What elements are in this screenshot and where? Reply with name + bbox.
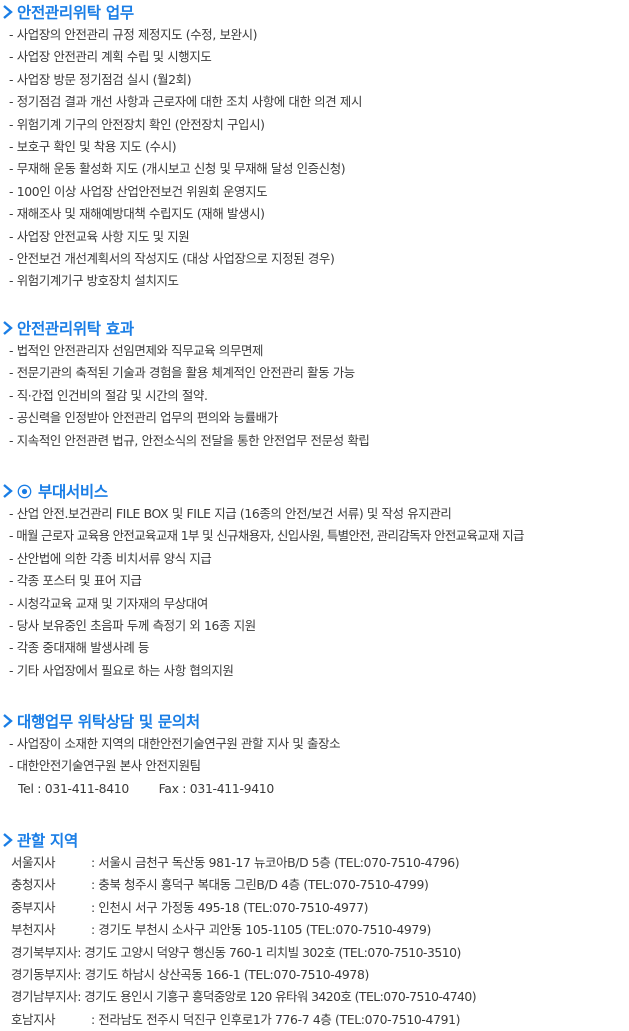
list-item: 산안법에 의한 각종 비치서류 양식 지급 bbox=[0, 548, 629, 570]
section-title-text: 관할 지역 bbox=[17, 832, 78, 850]
region-row: 경기동부지사 : 경기도 하남시 상산곡동 166-1 (TEL:070-751… bbox=[0, 964, 629, 986]
list-item: 공신력을 인정받아 안전관리 업무의 편의와 능률배가 bbox=[0, 407, 629, 429]
region-info: : 서울시 금천구 독산동 981-17 뉴코아B/D 5층 (TEL:070-… bbox=[91, 855, 460, 870]
region-name: 중부지사 bbox=[11, 899, 56, 915]
region-name: 서울지사 bbox=[11, 855, 56, 870]
list-item: 정기점검 결과 개선 사항과 근로자에 대한 조치 사항에 대한 의견 제시 bbox=[0, 91, 629, 113]
list-item: 각종 포스터 및 표어 지급 bbox=[0, 570, 629, 592]
list-item: 직·간접 인건비의 절감 및 시간의 절약. bbox=[0, 385, 629, 407]
region-info: : 경기도 고양시 덕양구 행신동 760-1 리치빌 302호 (TEL:07… bbox=[77, 944, 461, 960]
section-services: 부대서비스 산업 안전.보건관리 FILE BOX 및 FILE 지급 (16종… bbox=[0, 479, 629, 682]
tel-number: Tel : 031-411-8410 bbox=[18, 780, 129, 796]
section-inquiry: 대행업무 위탁상담 및 문의처 사업장이 소재한 지역의 대한안전기술연구원 관… bbox=[0, 709, 629, 800]
region-row: 충청지사 : 충북 청주시 흥덕구 복대동 그린B/D 4층 (TEL:070-… bbox=[0, 874, 629, 896]
region-row: 경기북부지사 : 경기도 고양시 덕양구 행신동 760-1 리치빌 302호 … bbox=[0, 942, 629, 964]
region-name: 경기남부지사 bbox=[11, 989, 78, 1005]
list-item: 산업 안전.보건관리 FILE BOX 및 FILE 지급 (16종의 안전/보… bbox=[0, 503, 629, 525]
chevron-right-icon bbox=[1, 319, 15, 337]
section-effects: 안전관리위탁 효과 법적인 안전관리자 선임면제와 직무교육 의무면제 전문기관… bbox=[0, 316, 629, 452]
section-regions: 관할 지역 서울지사 : 서울시 금천구 독산동 981-17 뉴코아B/D 5… bbox=[0, 828, 629, 1031]
section-title-duties: 안전관리위탁 업무 bbox=[0, 0, 629, 24]
services-list: 산업 안전.보건관리 FILE BOX 및 FILE 지급 (16종의 안전/보… bbox=[0, 503, 629, 682]
region-row: 부천지사 : 경기도 부천시 소사구 괴안동 105-1105 (TEL:070… bbox=[0, 919, 629, 941]
region-row: 중부지사 : 인천시 서구 가정동 495-18 (TEL:070-7510-4… bbox=[0, 897, 629, 919]
list-item: 대한안전기술연구원 본사 안전지원팀 bbox=[0, 755, 629, 777]
list-item: 사업장 안전교육 사항 지도 및 지원 bbox=[0, 226, 629, 248]
regions-list: 서울지사 : 서울시 금천구 독산동 981-17 뉴코아B/D 5층 (TEL… bbox=[0, 852, 629, 1031]
region-row: 경기남부지사 : 경기도 용인시 기흥구 흥덕중앙로 120 유타워 3420호… bbox=[0, 986, 629, 1008]
region-info: : 전라남도 전주시 덕진구 인후로1가 776-7 4층 (TEL:070-7… bbox=[91, 1011, 461, 1027]
list-item: 사업장 안전관리 계획 수립 및 시행지도 bbox=[0, 46, 629, 68]
list-item: 재해조사 및 재해예방대책 수립지도 (재해 발생시) bbox=[0, 203, 629, 225]
chevron-right-icon bbox=[1, 3, 15, 21]
list-item: 법적인 안전관리자 선임면제와 직무교육 의무면제 bbox=[0, 340, 629, 362]
list-item: 매월 근로자 교육용 안전교육교재 1부 및 신규채용자, 신입사원, 특별안전… bbox=[0, 525, 629, 547]
region-row: 서울지사 : 서울시 금천구 독산동 981-17 뉴코아B/D 5층 (TEL… bbox=[0, 852, 629, 874]
region-name: 경기동부지사 bbox=[11, 966, 78, 982]
duties-list: 사업장의 안전관리 규정 제정지도 (수정, 보완시) 사업장 안전관리 계획 … bbox=[0, 24, 629, 293]
chevron-right-icon bbox=[1, 831, 15, 849]
region-info: : 경기도 용인시 기흥구 흥덕중앙로 120 유타워 3420호 (TEL:0… bbox=[77, 989, 477, 1005]
list-item: 위험기계 기구의 안전장치 확인 (안전장치 구입시) bbox=[0, 114, 629, 136]
radio-dot-icon bbox=[17, 484, 32, 499]
contact-line: Tel : 031-411-8410 Fax : 031-411-9410 bbox=[0, 778, 629, 800]
section-title-text: 부대서비스 bbox=[38, 483, 108, 501]
list-item: 기타 사업장에서 필요로 하는 사항 협의지원 bbox=[0, 660, 629, 682]
section-title-effects: 안전관리위탁 효과 bbox=[0, 316, 629, 340]
region-name: 충청지사 bbox=[11, 877, 56, 893]
section-title-services: 부대서비스 bbox=[0, 479, 629, 503]
list-item: 안전보건 개선계획서의 작성지도 (대상 사업장으로 지정된 경우) bbox=[0, 248, 629, 270]
section-title-regions: 관할 지역 bbox=[0, 828, 629, 852]
region-name: 호남지사 bbox=[11, 1011, 56, 1027]
chevron-right-icon bbox=[1, 482, 15, 500]
region-row: 호남지사 : 전라남도 전주시 덕진구 인후로1가 776-7 4층 (TEL:… bbox=[0, 1009, 629, 1031]
region-info: : 경기도 부천시 소사구 괴안동 105-1105 (TEL:070-7510… bbox=[91, 922, 431, 938]
region-name: 부천지사 bbox=[11, 922, 56, 938]
section-title-text: 대행업무 위탁상담 및 문의처 bbox=[17, 713, 200, 731]
section-title-inquiry: 대행업무 위탁상담 및 문의처 bbox=[0, 709, 629, 733]
region-name: 경기북부지사 bbox=[11, 944, 78, 960]
section-duties: 안전관리위탁 업무 사업장의 안전관리 규정 제정지도 (수정, 보완시) 사업… bbox=[0, 0, 629, 293]
list-item: 사업장이 소재한 지역의 대한안전기술연구원 관할 지사 및 출장소 bbox=[0, 733, 629, 755]
section-title-text: 안전관리위탁 효과 bbox=[17, 320, 134, 338]
region-info: : 경기도 하남시 상산곡동 166-1 (TEL:070-7510-4978) bbox=[77, 966, 369, 982]
fax-number: Fax : 031-411-9410 bbox=[158, 780, 275, 796]
inquiry-list: 사업장이 소재한 지역의 대한안전기술연구원 관할 지사 및 출장소 대한안전기… bbox=[0, 733, 629, 778]
list-item: 지속적인 안전관련 법규, 안전소식의 전달을 통한 안전업무 전문성 확립 bbox=[0, 430, 629, 452]
list-item: 100인 이상 사업장 산업안전보건 위원회 운영지도 bbox=[0, 181, 629, 203]
list-item: 사업장의 안전관리 규정 제정지도 (수정, 보완시) bbox=[0, 24, 629, 46]
list-item: 각종 중대재해 발생사례 등 bbox=[0, 637, 629, 659]
list-item: 보호구 확인 및 착용 지도 (수시) bbox=[0, 136, 629, 158]
region-info: : 인천시 서구 가정동 495-18 (TEL:070-7510-4977) bbox=[91, 899, 369, 915]
list-item: 전문기관의 축적된 기술과 경험을 활용 체계적인 안전관리 활동 가능 bbox=[0, 362, 629, 384]
region-info: : 충북 청주시 흥덕구 복대동 그린B/D 4층 (TEL:070-7510-… bbox=[91, 877, 429, 893]
chevron-right-icon bbox=[1, 712, 15, 730]
list-item: 무재해 운동 활성화 지도 (개시보고 신청 및 무재해 달성 인증신청) bbox=[0, 158, 629, 180]
list-item: 사업장 방문 정기점검 실시 (월2회) bbox=[0, 69, 629, 91]
list-item: 위험기계기구 방호장치 설치지도 bbox=[0, 270, 629, 292]
list-item: 당사 보유중인 초음파 두께 측정기 외 16종 지원 bbox=[0, 615, 629, 637]
effects-list: 법적인 안전관리자 선임면제와 직무교육 의무면제 전문기관의 축적된 기술과 … bbox=[0, 340, 629, 452]
list-item: 시청각교육 교재 및 기자재의 무상대여 bbox=[0, 593, 629, 615]
section-title-text: 안전관리위탁 업무 bbox=[17, 4, 134, 22]
